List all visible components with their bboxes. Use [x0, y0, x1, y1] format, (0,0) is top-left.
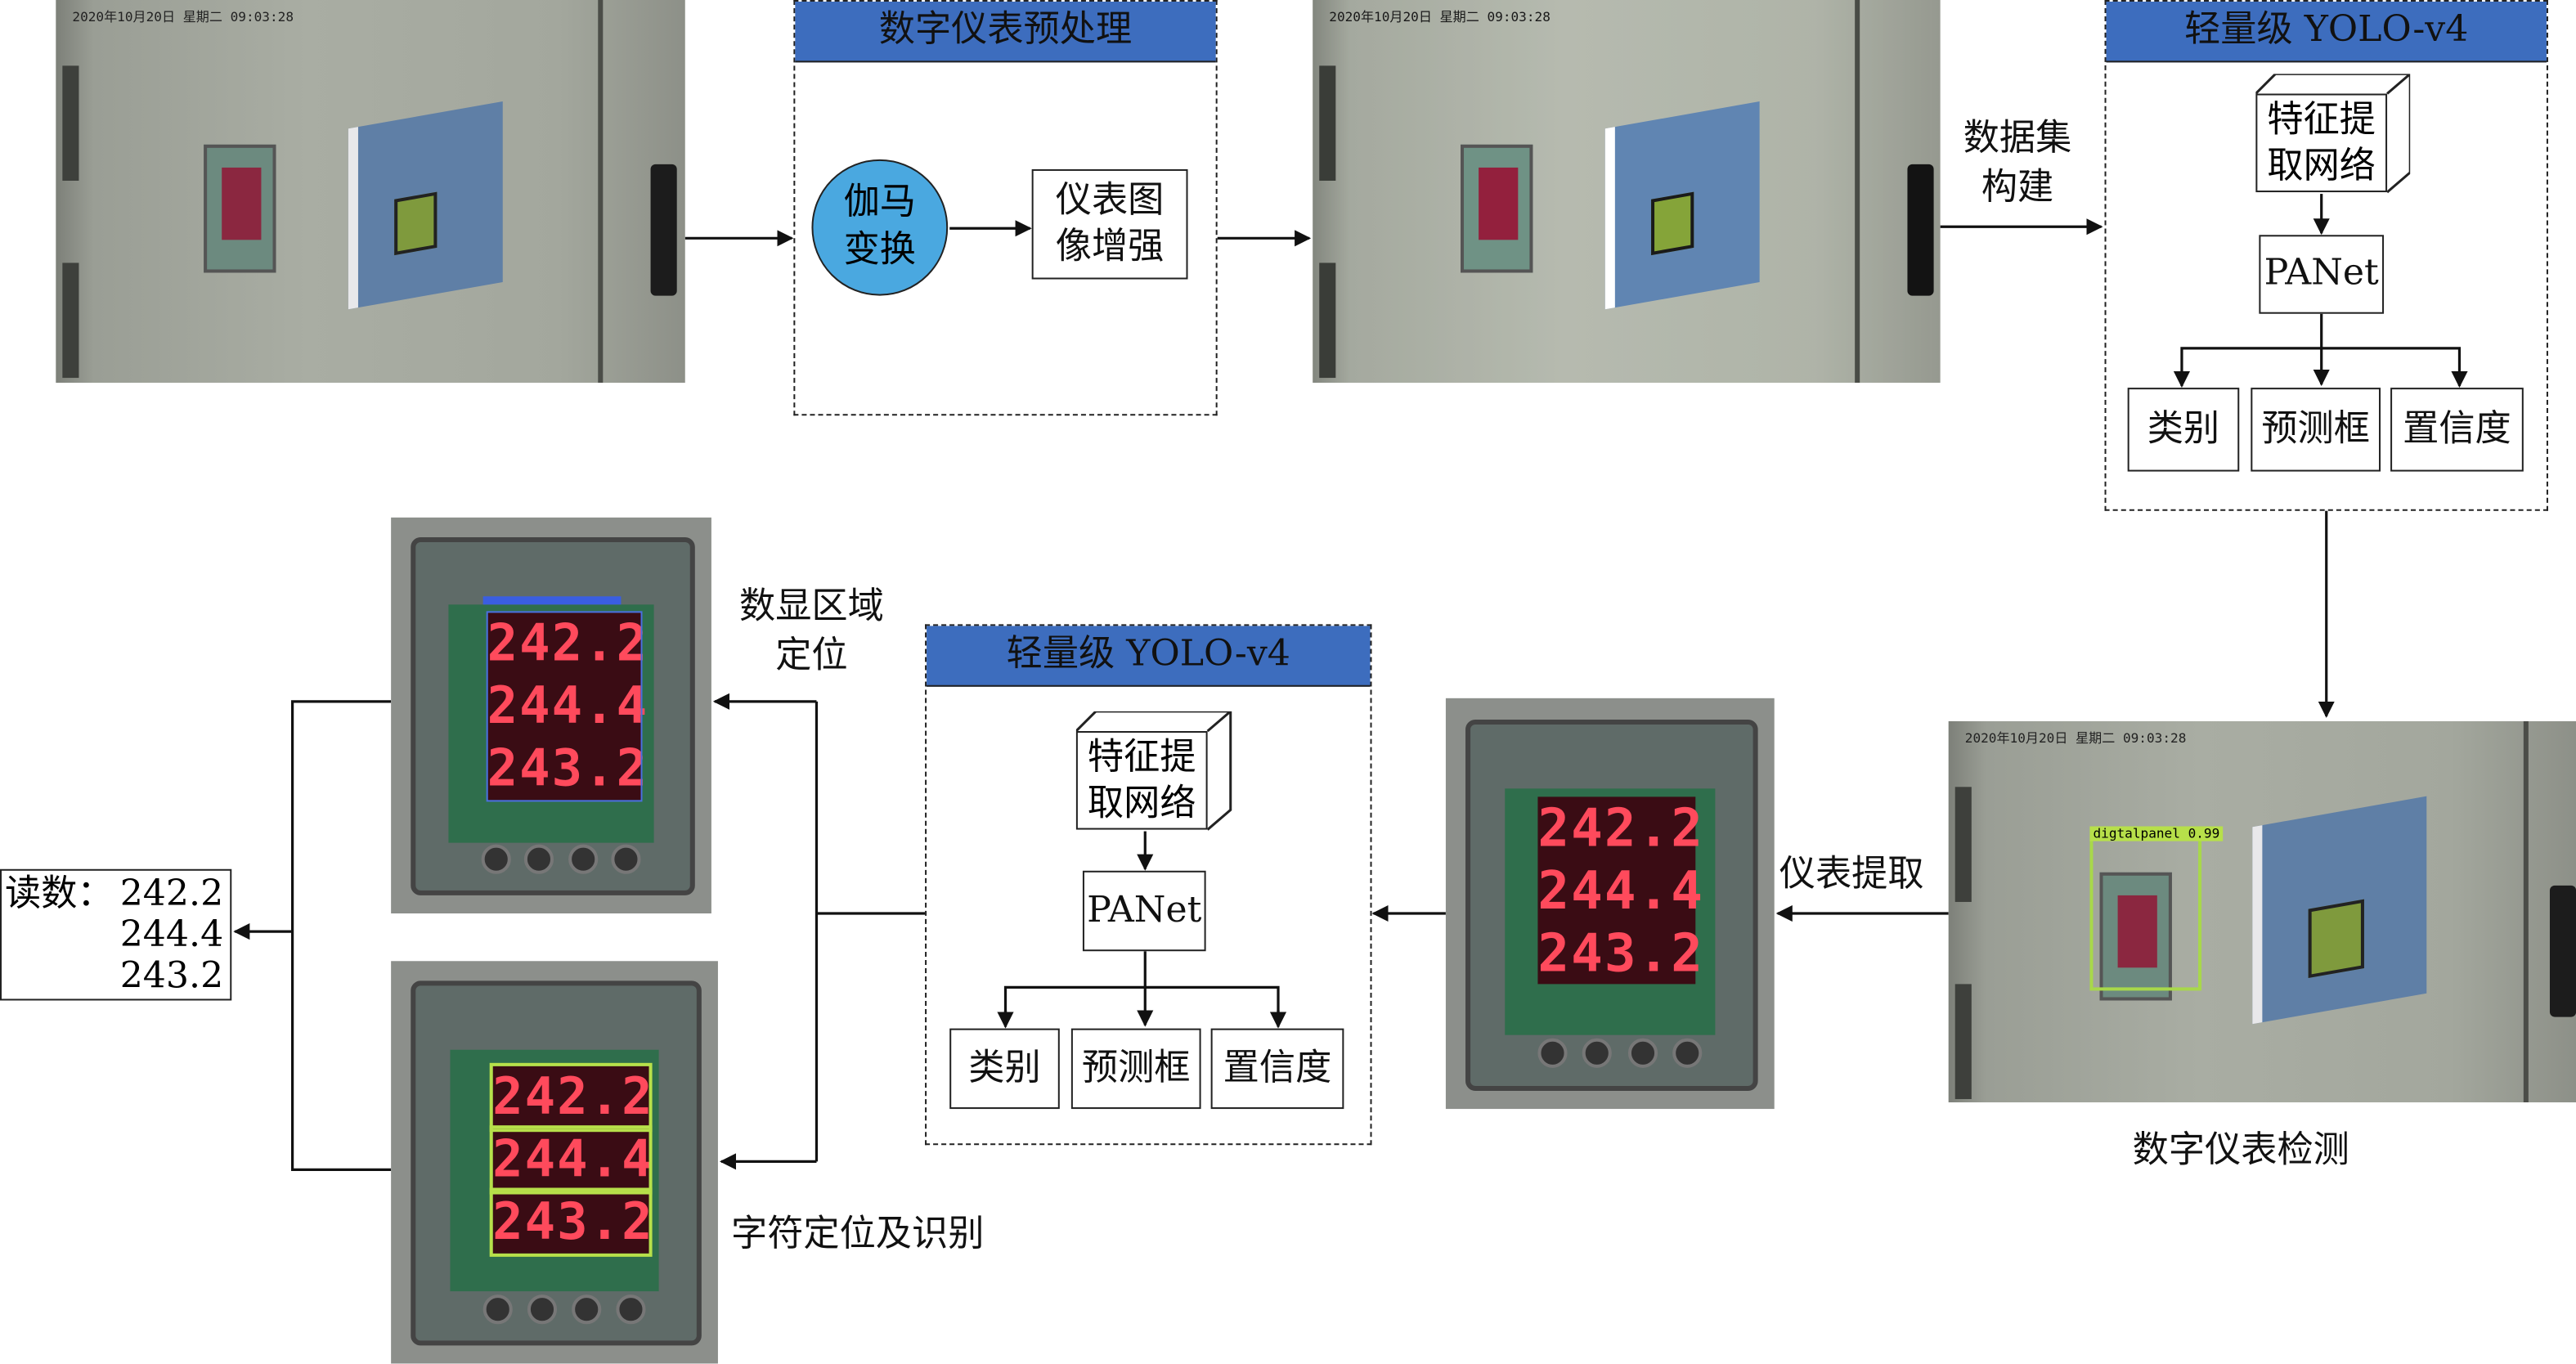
extract-label: 仪表提取: [1779, 854, 1924, 895]
meter-digit-row: 242.2: [1537, 796, 1704, 859]
panet-node: PANet: [1082, 870, 1206, 952]
result-value: 242.2: [119, 873, 224, 916]
photo-timestamp: 2020年10月20日 星期二 09:03:28: [1329, 10, 1551, 25]
yolo-block-recognition: 轻量级 YOLO-v4: [925, 624, 1372, 1146]
yolo-block-detection: 轻量级 YOLO-v4: [2104, 0, 2548, 511]
preprocess-block: 数字仪表预处理: [793, 0, 1218, 416]
dataset-label-line2: 构建: [1981, 167, 2054, 209]
meter-digit-row: 243.2: [489, 1187, 653, 1257]
meter-digit-row: 244.4: [489, 1124, 653, 1194]
output-class: 类别: [949, 1028, 1060, 1110]
panet-node: PANet: [2259, 235, 2385, 314]
feature-extraction-cube: 特征提取网络: [1075, 711, 1232, 832]
output-bbox: 预测框: [1070, 1028, 1201, 1110]
backbone-line1: 特征提: [1087, 738, 1196, 779]
meter-digit-row: 243.2: [487, 738, 649, 799]
reading-result-box: 读数： 242.2 244.4 243.2: [0, 868, 232, 1001]
detection-caption: 数字仪表检测: [2132, 1130, 2349, 1172]
yolo-title: 轻量级 YOLO-v4: [2106, 2, 2547, 63]
meter-digit-row: 243.2: [1537, 922, 1704, 985]
output-bbox: 预测框: [2251, 388, 2381, 472]
preprocess-title: 数字仪表预处理: [795, 2, 1216, 63]
gamma-transform-node: 伽马 变换: [811, 159, 949, 296]
detection-bbox: [2089, 826, 2202, 991]
enhance-line2: 像增强: [1055, 226, 1165, 267]
result-value: 244.4: [119, 915, 224, 957]
meter-closeup: 242.2 244.4 243.2: [1445, 698, 1775, 1110]
yolo-title: 轻量级 YOLO-v4: [927, 626, 1371, 687]
backbone-line2: 取网络: [1087, 783, 1196, 825]
char-recognition-label: 字符定位及识别: [731, 1214, 985, 1255]
region-label-line1: 数显区域: [739, 586, 884, 628]
dataset-label-line1: 数据集: [1963, 118, 2072, 159]
meter-digit-row: 242.2: [489, 1062, 653, 1132]
backbone-line2: 取网络: [2267, 146, 2376, 188]
cabinet-photo-original: 2020年10月20日 星期二 09:03:28: [56, 0, 685, 384]
meter-characters-recognized: 242.2 244.4 243.2: [391, 961, 718, 1364]
photo-timestamp: 2020年10月20日 星期二 09:03:28: [72, 10, 294, 25]
meter-region-located: 242.2 244.4 243.2: [391, 517, 711, 914]
cabinet-photo-detection: 2020年10月20日 星期二 09:03:28 digtalpanel 0.9…: [1948, 720, 2576, 1103]
photo-timestamp: 2020年10月20日 星期二 09:03:28: [1964, 731, 2187, 747]
region-label-line2: 定位: [775, 635, 848, 677]
output-confidence: 置信度: [2390, 388, 2524, 472]
result-prefix: 读数：: [5, 873, 114, 916]
output-class: 类别: [2127, 388, 2240, 472]
result-value: 243.2: [119, 956, 224, 998]
backbone-line1: 特征提: [2267, 100, 2376, 141]
output-confidence: 置信度: [1210, 1028, 1344, 1110]
image-enhance-node: 仪表图 像增强: [1031, 168, 1188, 280]
detection-label: digtalpanel 0.99: [2089, 826, 2224, 841]
gamma-line2: 变换: [843, 230, 917, 271]
cabinet-photo-enhanced: 2020年10月20日 星期二 09:03:28: [1313, 0, 1941, 384]
dataset-label: 数据集 构建: [1952, 115, 2084, 214]
enhance-line1: 仪表图: [1055, 179, 1165, 222]
feature-extraction-cube: 特征提取网络: [2255, 74, 2411, 194]
meter-digit-row: 244.4: [487, 676, 649, 736]
meter-digit-row: 242.2: [487, 614, 649, 674]
region-label: 数显区域 定位: [728, 583, 895, 682]
meter-digit-row: 244.4: [1537, 859, 1704, 922]
gamma-line1: 伽马: [843, 182, 917, 224]
